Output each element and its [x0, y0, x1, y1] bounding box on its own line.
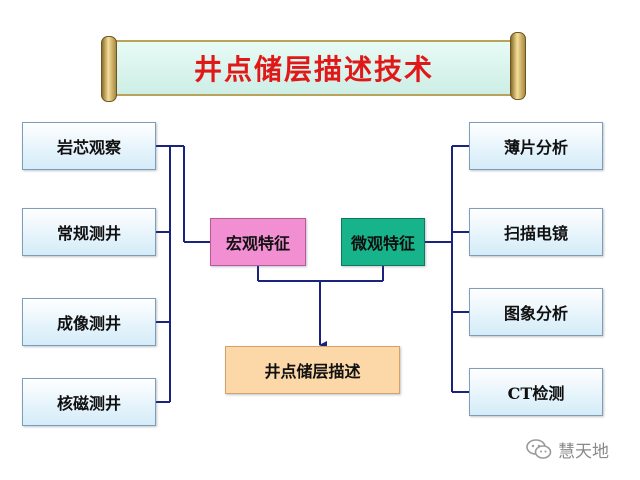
method-core-observation: 岩芯观察: [22, 122, 156, 170]
watermark: 慧天地: [526, 437, 609, 461]
method-nmr-logging: 核磁测井: [22, 378, 156, 426]
well-reservoir-description-box: 井点储层描述: [225, 346, 400, 394]
method-thin-section-analysis: 薄片分析: [469, 122, 603, 170]
method-sem: 扫描电镜: [469, 208, 603, 256]
method-image-analysis: 图象分析: [469, 288, 603, 336]
micro-features-box: 微观特征: [341, 218, 425, 266]
method-imaging-logging: 成像测井: [22, 298, 156, 346]
watermark-text: 慧天地: [558, 437, 609, 462]
method-conventional-logging: 常规测井: [22, 208, 156, 256]
macro-features-box: 宏观特征: [210, 218, 306, 266]
wechat-logo-icon: [526, 438, 552, 460]
method-ct-detection: CT检测: [469, 368, 603, 416]
